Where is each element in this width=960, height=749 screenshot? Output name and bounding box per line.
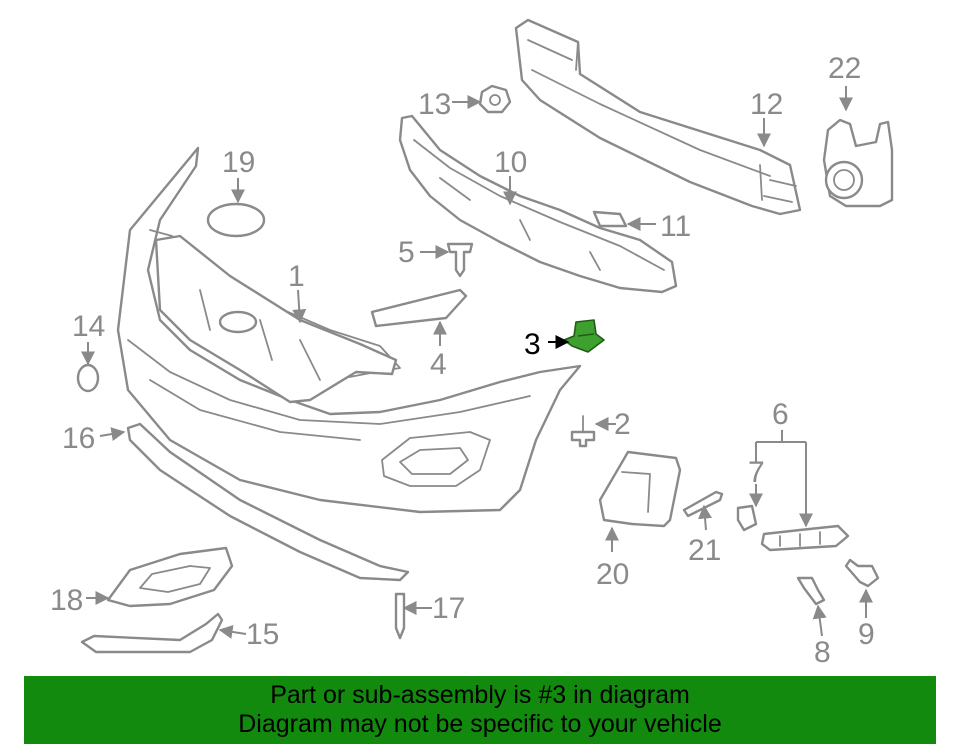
- callout-14: 14: [72, 310, 105, 343]
- callout-17: 17: [432, 592, 465, 625]
- callout-8: 8: [814, 636, 831, 669]
- fog-lamp-bracket: [822, 118, 894, 208]
- callout-numbers: 1 2 3 4 5 6 7 8 9 10 11 12 13 14 15 16 1…: [50, 52, 875, 669]
- highlighted-part-3[interactable]: [563, 319, 605, 353]
- energy-absorber: [398, 114, 678, 294]
- grille: [154, 234, 398, 404]
- bolt-8: [796, 576, 826, 606]
- callout-2: 2: [614, 408, 631, 441]
- push-clip: [446, 242, 474, 278]
- callout-15: 15: [246, 618, 279, 651]
- callout-19: 19: [222, 146, 255, 179]
- bolt-9: [844, 558, 880, 588]
- clip-7: [736, 504, 758, 532]
- callout-3[interactable]: 3: [524, 328, 541, 361]
- callout-4: 4: [430, 348, 447, 381]
- callout-18: 18: [50, 584, 83, 617]
- callout-22: 22: [828, 52, 861, 85]
- callout-6: 6: [772, 398, 789, 431]
- side-bracket: [598, 450, 682, 528]
- push-pin: [394, 592, 406, 640]
- callout-5: 5: [398, 236, 415, 269]
- nut: [478, 84, 512, 114]
- callout-20: 20: [596, 558, 629, 591]
- callout-7: 7: [748, 456, 765, 489]
- rod: [682, 490, 724, 518]
- callout-1: 1: [288, 260, 305, 293]
- clip-11: [592, 210, 628, 228]
- lower-molding: [80, 612, 224, 654]
- callout-21: 21: [688, 534, 721, 567]
- fog-lamp-cover: [106, 546, 234, 608]
- callout-13: 13: [418, 88, 451, 121]
- callout-12: 12: [750, 88, 783, 121]
- callout-16: 16: [62, 422, 95, 455]
- bumper-reinforcement-beam: [514, 18, 802, 216]
- side-reflector: [760, 524, 850, 552]
- callout-11: 11: [660, 210, 691, 243]
- upper-bracket-strip: [370, 288, 468, 328]
- leader-lines: [81, 86, 873, 639]
- info-banner: Part or sub-assembly is #3 in diagram Di…: [24, 676, 936, 744]
- callout-10: 10: [494, 146, 527, 179]
- bolt-2: [570, 415, 596, 448]
- banner-line-disclaimer: Diagram may not be specific to your vehi…: [238, 710, 722, 738]
- emblem-ring: [206, 202, 266, 238]
- seal-ring: [76, 363, 100, 393]
- lower-strip: [126, 422, 410, 582]
- callout-9: 9: [858, 618, 875, 651]
- banner-line-part-info: Part or sub-assembly is #3 in diagram: [270, 681, 690, 709]
